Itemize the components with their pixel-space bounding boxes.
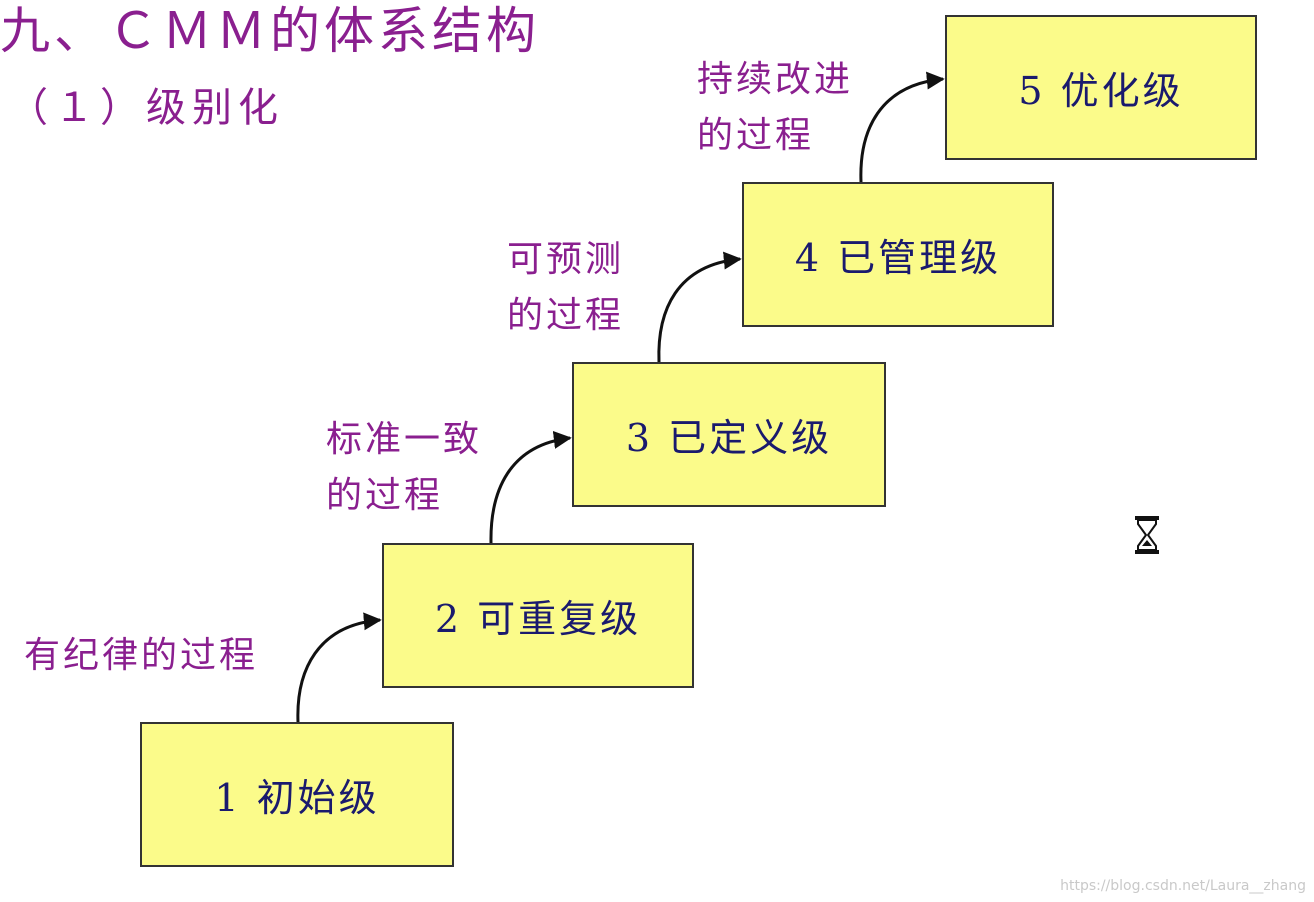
process-label-line: 可预测 — [507, 239, 625, 280]
arrow-1-to-2 — [296, 612, 382, 723]
hourglass-icon — [1135, 516, 1159, 554]
process-label-line: 有纪律的过程 — [24, 635, 259, 676]
process-label-line: 持续改进 — [697, 59, 854, 100]
process-label-line: 的过程 — [507, 295, 625, 336]
process-label-line: 的过程 — [326, 475, 444, 516]
page-title: 九、ＣＭＭ的体系结构 — [0, 2, 540, 60]
process-label-line: 的过程 — [697, 115, 815, 156]
watermark-text: https://blog.csdn.net/Laura__zhang — [1060, 878, 1306, 894]
level-box-5: 5 优化级 — [945, 15, 1257, 160]
level-box-3: 3 已定义级 — [572, 362, 886, 507]
level-label: 4 已管理级 — [794, 236, 1002, 280]
process-label-4: 持续改进 的过程 — [697, 52, 853, 164]
level-box-1: 1 初始级 — [140, 722, 454, 867]
arrow-3-to-4 — [657, 251, 742, 363]
arrow-2-to-3 — [489, 430, 572, 544]
level-box-2: 2 可重复级 — [382, 543, 694, 688]
section-subtitle: （１）级别化 — [8, 85, 284, 131]
level-label: 5 优化级 — [1018, 69, 1184, 113]
process-label-3: 可预测 的过程 — [507, 232, 624, 344]
level-box-4: 4 已管理级 — [742, 182, 1054, 327]
process-label-line: 标准一致 — [326, 419, 483, 460]
level-label: 2 可重复级 — [434, 597, 642, 641]
process-label-2: 标准一致 的过程 — [326, 412, 482, 524]
process-label-1: 有纪律的过程 — [24, 628, 258, 684]
level-label: 3 已定义级 — [625, 416, 833, 460]
arrow-4-to-5 — [859, 71, 945, 183]
level-label: 1 初始级 — [214, 776, 380, 820]
